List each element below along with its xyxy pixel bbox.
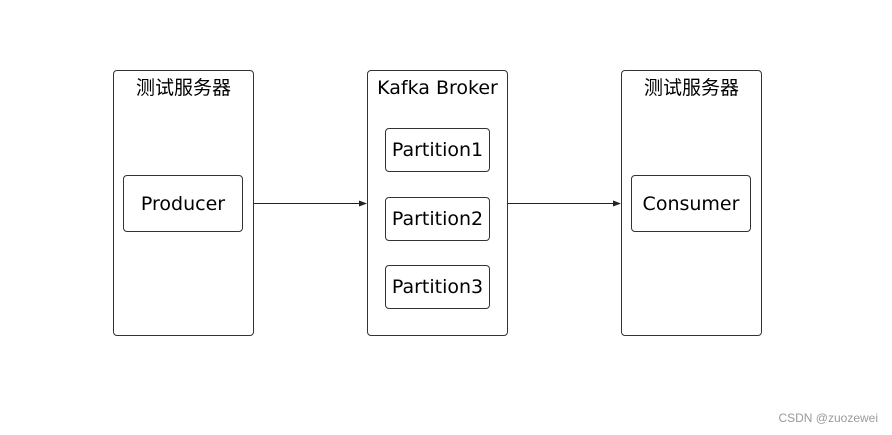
producer-node: Producer (123, 175, 243, 232)
consumer-node: Consumer (631, 175, 751, 232)
csdn-watermark: CSDN @zuozewei (778, 411, 878, 425)
producer-server-title: 测试服务器 (135, 77, 231, 99)
partition1-node: Partition1 (385, 128, 490, 172)
consumer-server-title: 测试服务器 (643, 77, 739, 99)
kafka-broker-title: Kafka Broker (377, 77, 498, 99)
partition3-node: Partition3 (385, 265, 490, 309)
partition2-node: Partition2 (385, 197, 490, 241)
